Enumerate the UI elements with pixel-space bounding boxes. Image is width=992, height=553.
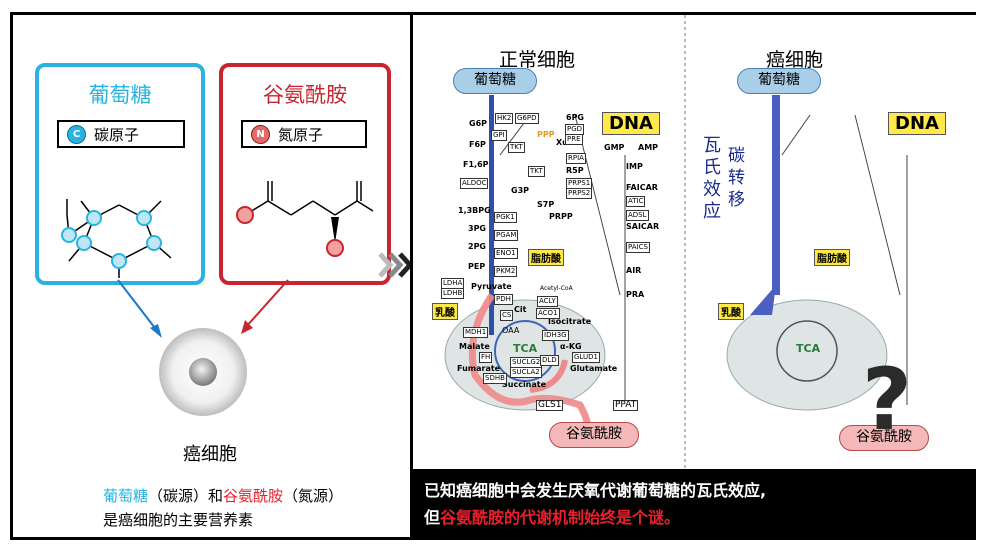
- gene-label: ACLY: [537, 296, 558, 307]
- gene-label: ALDOC: [460, 178, 489, 189]
- glucose-pill-normal: 葡萄糖: [453, 68, 537, 94]
- metabolite-label: FAICAR: [626, 183, 658, 192]
- metabolite-label: SAICAR: [626, 222, 660, 231]
- metabolite-label: AIR: [626, 266, 642, 275]
- gene-label: SUCLA2: [510, 367, 542, 378]
- glutamine-pill-normal: 谷氨酰胺: [549, 422, 639, 448]
- glucose-box: 葡萄糖 C 碳原子: [35, 63, 205, 285]
- gene-label: MDH1: [463, 327, 489, 338]
- metabolite-label: 1,3BPG: [458, 206, 491, 215]
- carbon-shift-label: 碳 转 移: [728, 146, 745, 210]
- glutamine-box: 谷氨酰胺 N 氮原子: [219, 63, 391, 285]
- glucose-structure: [61, 199, 172, 278]
- gene-label: TKT: [528, 166, 545, 177]
- gene-label: TKT: [508, 142, 525, 153]
- gene-label: PRE: [565, 134, 583, 145]
- metabolite-label: Isocitrate: [548, 317, 592, 326]
- gene-label: GLUD1: [572, 352, 600, 363]
- gene-label: PKM2: [494, 266, 518, 277]
- nitrogen-atom-icon: N: [251, 124, 270, 144]
- metabolite-label: G3P: [511, 186, 529, 195]
- metabolite-label: 6PG: [566, 113, 584, 122]
- gene-label: PPAT: [613, 400, 639, 411]
- nutrient-panel: 葡萄糖 C 碳原子 谷氨酰胺 N 氮原子: [13, 15, 407, 537]
- caption-bar: 已知癌细胞中会发生厌氧代谢葡萄糖的瓦氏效应, 但谷氨酰胺的代谢机制始终是个谜。: [410, 469, 976, 540]
- metabolite-label: F6P: [469, 140, 486, 149]
- gene-label: PRPS2: [566, 188, 593, 199]
- metabolite-label: Pyruvate: [471, 282, 512, 291]
- glutamine-pill-cancer: 谷氨酰胺: [839, 425, 929, 451]
- tca-label-cancer: TCA: [796, 342, 821, 355]
- carbon-atom-icon: C: [67, 124, 86, 144]
- metabolite-label: S7P: [537, 200, 555, 209]
- gene-label: PGK1: [494, 212, 517, 223]
- metabolite-label: 3PG: [468, 224, 486, 233]
- metabolite-label: GMP: [604, 143, 625, 152]
- gene-label: DLD: [540, 355, 559, 366]
- gene-label: RPIA: [566, 153, 586, 164]
- cancer-cell-label: 癌细胞: [183, 444, 237, 465]
- fatty-acid-normal: 脂肪酸: [528, 249, 564, 266]
- metabolite-label: PRPP: [549, 212, 573, 221]
- warburg-effect-label: 瓦 氏 效 应: [703, 135, 721, 222]
- metabolite-label: PRA: [626, 290, 645, 299]
- tca-label-normal: TCA: [513, 342, 538, 355]
- metabolite-label: AMP: [638, 143, 659, 152]
- gene-label: IDH3G: [542, 330, 569, 341]
- gene-label: ATIC: [626, 196, 646, 207]
- normal-cell-title: 正常细胞: [499, 49, 576, 71]
- gene-label: LDHB: [441, 288, 465, 299]
- metabolite-label: α-KG: [560, 342, 582, 351]
- metabolite-label: Malate: [459, 342, 490, 351]
- fatty-acid-cancer: 脂肪酸: [814, 249, 850, 266]
- cancer-diagram: [726, 95, 908, 411]
- glutamine-structure: [236, 181, 374, 257]
- gene-label: GPI: [491, 130, 507, 141]
- gene-label: GLS1: [536, 400, 564, 411]
- metabolite-label: Glutamate: [570, 364, 618, 373]
- gene-label: G6PD: [515, 113, 539, 124]
- metabolite-label: Cit: [514, 305, 527, 314]
- gene-label: PAICS: [626, 242, 650, 253]
- cancer-cell-title: 癌细胞: [766, 49, 824, 71]
- dna-box-normal: DNA: [602, 112, 660, 135]
- nitrogen-atom-legend: N 氮原子: [241, 120, 367, 148]
- ppp-label: PPP: [537, 130, 555, 139]
- gene-label: CS: [500, 310, 514, 321]
- gene-label: SDHB: [483, 373, 507, 384]
- metabolite-label: Acetyl-CoA: [540, 285, 573, 292]
- nutrient-arrows: [117, 279, 289, 416]
- glucose-pill-cancer: 葡萄糖: [737, 68, 821, 94]
- caption-line1: 已知癌细胞中会发生厌氧代谢葡萄糖的瓦氏效应,: [424, 481, 767, 500]
- gene-label: ACO1: [536, 308, 560, 319]
- gene-label: PGAM: [494, 230, 519, 241]
- metabolite-label: Fumarate: [457, 364, 501, 373]
- metabolite-label: OAA: [502, 326, 520, 335]
- glutamine-title: 谷氨酰胺: [263, 83, 347, 107]
- gene-label: HK2: [495, 113, 514, 124]
- metabolite-label: PEP: [468, 262, 486, 271]
- caption-line2: 但谷氨酰胺的代谢机制始终是个谜。: [424, 508, 681, 527]
- question-mark-icon: ?: [862, 350, 912, 450]
- carbon-atom-label: 碳原子: [94, 125, 140, 144]
- lactate-normal: 乳酸: [432, 303, 458, 320]
- panel-divider: [684, 15, 686, 470]
- gene-label: ENO1: [494, 248, 518, 259]
- metabolite-label: G6P: [469, 119, 487, 128]
- dna-box-cancer: DNA: [888, 112, 946, 135]
- glucose-title: 葡萄糖: [88, 83, 152, 107]
- gene-label: ADSL: [626, 210, 649, 221]
- lactate-cancer: 乳酸: [718, 303, 744, 320]
- nutrient-footnote-line1: 葡萄糖（碳源）和谷氨酰胺（氮源）: [103, 487, 344, 505]
- nitrogen-atom-label: 氮原子: [278, 125, 324, 144]
- gene-label: FH: [479, 352, 493, 363]
- metabolite-label: 2PG: [468, 242, 486, 251]
- metabolite-label: F1,6P: [463, 160, 489, 169]
- metabolite-label: R5P: [566, 166, 584, 175]
- gene-label: PDH: [494, 294, 513, 305]
- nutrient-footnote-line2: 是癌细胞的主要营养素: [103, 511, 254, 529]
- metabolite-label: IMP: [626, 162, 643, 171]
- carbon-atom-legend: C 碳原子: [57, 120, 185, 148]
- metabolite-label: Succinate: [502, 380, 547, 389]
